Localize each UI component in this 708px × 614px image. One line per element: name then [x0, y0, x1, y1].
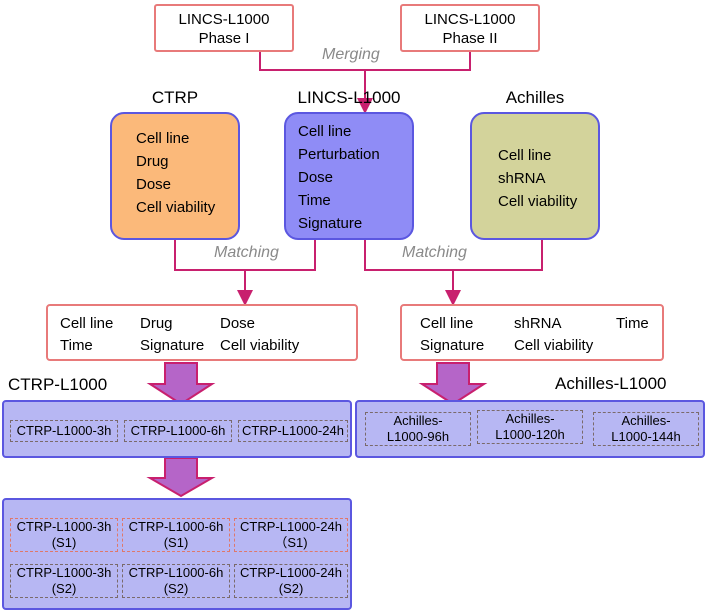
merged-left-field: Signature — [140, 337, 205, 354]
achilles-cell-line2: L1000-144h — [611, 429, 681, 444]
achilles-cell-line1: Achilles- — [393, 413, 443, 428]
ctrp-dataset-cell: CTRP-L1000-6h — [124, 420, 232, 442]
big-arrow-splits — [146, 457, 216, 498]
merged-right-field: Time — [616, 315, 649, 332]
ctrp-l1000-title: CTRP-L1000 — [8, 375, 108, 394]
phase2-box: LINCS-L1000 Phase II — [400, 4, 540, 52]
ctrp-dataset-cell: CTRP-L1000-3h — [10, 420, 118, 442]
achilles-l1000-title: Achilles-L1000 — [555, 374, 667, 393]
ctrp-item: Dose — [136, 176, 172, 193]
split-cell-tag: (S2) — [51, 581, 77, 596]
merged-right-field: Signature — [420, 337, 485, 354]
ctrp-l1000-panel: CTRP-L1000-3h CTRP-L1000-6h CTRP-L1000-2… — [2, 400, 352, 458]
merged-left-field: Dose — [220, 315, 256, 332]
achilles-item: Cell viability — [498, 193, 578, 210]
achilles-cell-line2: L1000-96h — [386, 429, 450, 444]
split-cell-tag: (S2) — [278, 581, 304, 596]
achilles-l1000-panel: Achilles- L1000-96h Achilles- L1000-120h… — [355, 400, 705, 458]
merged-left-field: Cell viability — [220, 337, 300, 354]
phase2-line1: LINCS-L1000 — [424, 11, 516, 28]
merged-left-field: Time — [60, 337, 93, 354]
lincs-title: LINCS-L1000 — [297, 88, 401, 107]
lincs-item: Dose — [298, 169, 334, 186]
split-s2-cell: CTRP-L1000-3h (S2) — [10, 564, 118, 598]
achilles-item: shRNA — [498, 170, 546, 187]
split-cell-tag: (S1) — [163, 535, 189, 550]
split-cell-name: CTRP-L1000-24h — [240, 519, 342, 534]
split-s2-cell: CTRP-L1000-24h (S2) — [234, 564, 348, 598]
split-cell-name: CTRP-L1000-3h — [16, 565, 112, 580]
split-s1-cell: CTRP-L1000-3h (S1) — [10, 518, 118, 552]
achilles-cell-line1: Achilles- — [621, 413, 671, 428]
merged-right-field: Cell viability — [514, 337, 594, 354]
merged-right-field: Cell line — [420, 315, 474, 332]
split-s1-cell: CTRP-L1000-24h （S1) — [234, 518, 348, 552]
big-arrow-achilles — [418, 362, 488, 406]
split-cell-tag: (S2) — [163, 581, 189, 596]
achilles-cell-line1: Achilles- — [505, 411, 555, 426]
lincs-item: Cell line — [298, 123, 352, 140]
split-cell-tag: (S1) — [51, 535, 77, 550]
lincs-item: Time — [298, 192, 331, 209]
achilles-merged-box: Cell line shRNA Time Signature Cell viab… — [400, 304, 664, 361]
merged-left-field: Drug — [140, 315, 173, 332]
achilles-cell-line2: L1000-120h — [495, 427, 565, 442]
ctrp-item: Cell viability — [136, 199, 216, 216]
split-s2-cell: CTRP-L1000-6h (S2) — [122, 564, 230, 598]
achilles-item: Cell line — [498, 147, 552, 164]
split-cell-tag: （S1) — [274, 535, 308, 550]
merged-left-field: Cell line — [60, 315, 114, 332]
split-cell-name: CTRP-L1000-24h — [240, 565, 342, 580]
achilles-dataset-cell: Achilles- L1000-120h — [477, 410, 583, 444]
split-cell-name: CTRP-L1000-6h — [128, 519, 224, 534]
lincs-source-box: Cell line Perturbation Dose Time Signatu… — [284, 112, 414, 240]
achilles-title: Achilles — [505, 88, 565, 107]
phase1-line1: LINCS-L1000 — [178, 11, 270, 28]
ctrp-split-panel: CTRP-L1000-3h (S1) CTRP-L1000-6h (S1) CT… — [2, 498, 352, 610]
phase2-line2: Phase II — [442, 30, 498, 47]
achilles-dataset-cell: Achilles- L1000-96h — [365, 412, 471, 446]
ctrp-dataset-cell: CTRP-L1000-24h — [238, 420, 348, 442]
lincs-item: Signature — [298, 215, 363, 232]
split-s1-cell: CTRP-L1000-6h (S1) — [122, 518, 230, 552]
achilles-dataset-cell: Achilles- L1000-144h — [593, 412, 699, 446]
split-cell-name: CTRP-L1000-3h — [16, 519, 112, 534]
merging-label: Merging — [322, 46, 380, 63]
merged-right-field: shRNA — [514, 315, 562, 332]
split-cell-name: CTRP-L1000-6h — [128, 565, 224, 580]
matching-right-label: Matching — [402, 244, 467, 261]
ctrp-item: Drug — [136, 153, 169, 170]
ctrp-source-box: Cell line Drug Dose Cell viability — [110, 112, 240, 240]
ctrp-merged-box: Cell line Drug Dose Time Signature Cell … — [46, 304, 358, 361]
big-arrow-ctrp — [146, 362, 216, 406]
phase1-line2: Phase I — [198, 30, 250, 47]
ctrp-title: CTRP — [151, 88, 199, 107]
phase1-box: LINCS-L1000 Phase I — [154, 4, 294, 52]
ctrp-item: Cell line — [136, 130, 190, 147]
matching-left-label: Matching — [214, 244, 279, 261]
lincs-item: Perturbation — [298, 146, 380, 163]
achilles-source-box: Cell line shRNA Cell viability — [470, 112, 600, 240]
